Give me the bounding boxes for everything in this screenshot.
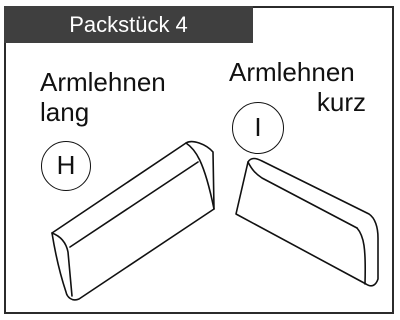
armrest-short-body <box>235 157 379 287</box>
armrest-long-top-edge <box>185 142 215 210</box>
armrest-short-label: Armlehnen kurz <box>226 57 366 117</box>
armrest-long-label-line1: Armlehnen <box>40 67 166 97</box>
armrest-long-label-line2: lang <box>40 97 90 127</box>
armrest-short-label-line2: kurz <box>316 87 366 117</box>
armrest-long-label: Armlehnen lang <box>40 67 166 127</box>
package-title: Packstück 4 <box>4 6 253 43</box>
armrest-long-drawing <box>51 140 215 301</box>
armrest-long-inner-edge <box>69 161 199 248</box>
armrest-short-label-line1: Armlehnen <box>229 57 355 87</box>
armrest-short-drawing <box>235 157 379 287</box>
armrest-short-top-edge <box>247 161 358 229</box>
callout-i: I <box>232 102 284 154</box>
armrest-long-front-edge <box>51 232 73 297</box>
armrest-long-body <box>51 140 215 301</box>
armrest-short-front-edge <box>356 227 367 285</box>
callout-h: H <box>41 141 91 191</box>
